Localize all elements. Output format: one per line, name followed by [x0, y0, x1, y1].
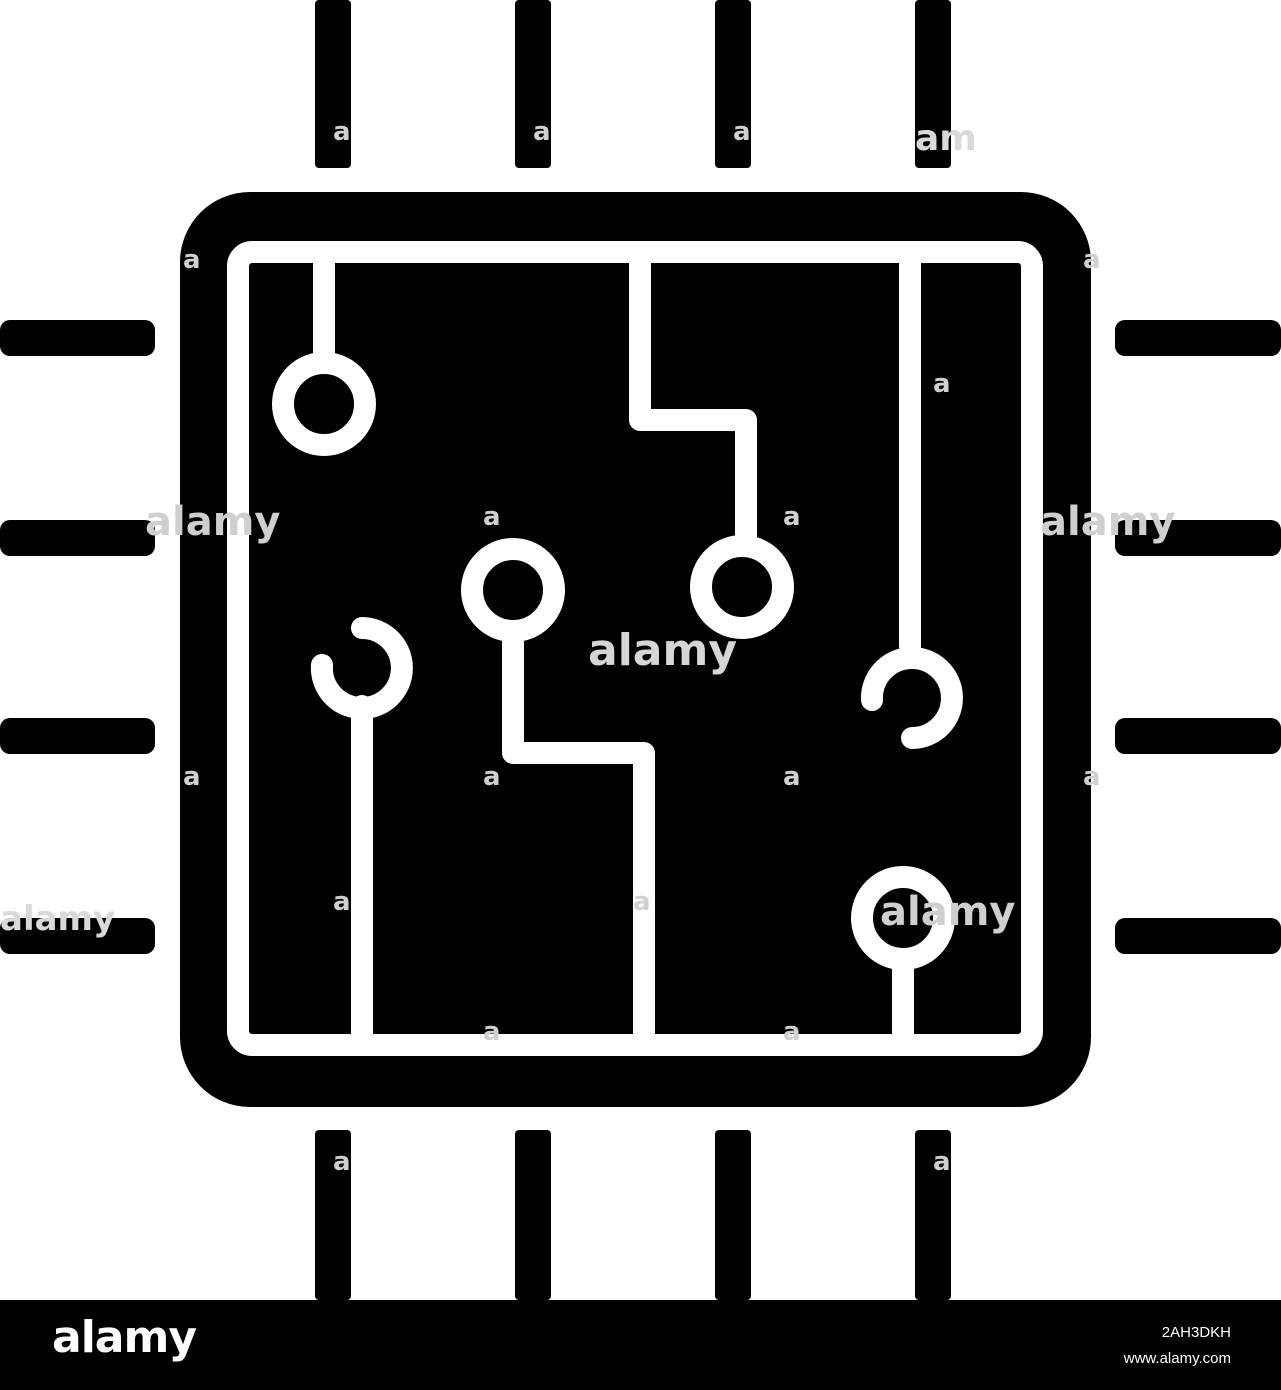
svg-text:alamy: alamy [1040, 499, 1175, 545]
svg-text:a: a [483, 1017, 501, 1047]
svg-text:a: a [933, 1147, 951, 1177]
svg-text:a: a [483, 502, 501, 532]
svg-text:alamy: alamy [880, 889, 1015, 935]
svg-text:a: a [933, 369, 951, 399]
svg-text:alamy: alamy [588, 625, 737, 676]
microchip-icon: alamy alamy alamy alamy am alamy a a a a… [0, 0, 1281, 1300]
svg-text:alamy: alamy [0, 899, 115, 939]
pins-left [0, 320, 155, 954]
svg-text:alamy: alamy [145, 499, 280, 545]
svg-text:am: am [915, 118, 977, 159]
pins-top [315, 0, 951, 168]
svg-text:a: a [333, 117, 351, 147]
site-url: www.alamy.com [1123, 1350, 1231, 1367]
svg-text:a: a [183, 762, 201, 792]
chip-die-frame [227, 241, 1043, 1056]
alamy-logo: alamy [52, 1312, 197, 1363]
svg-text:a: a [333, 887, 351, 917]
svg-text:a: a [183, 245, 201, 275]
circuit-traces [272, 251, 963, 1046]
svg-text:a: a [533, 117, 551, 147]
svg-text:a: a [783, 762, 801, 792]
pins-right [1115, 320, 1281, 954]
svg-text:a: a [783, 1017, 801, 1047]
svg-text:a: a [633, 887, 651, 917]
watermark-footer-bar: alamy 2AH3DKH www.alamy.com [0, 1300, 1281, 1390]
svg-text:a: a [733, 117, 751, 147]
svg-text:a: a [1083, 762, 1101, 792]
pins-bottom [315, 1130, 951, 1300]
chip-body [180, 192, 1091, 1107]
svg-text:a: a [783, 502, 801, 532]
svg-text:a: a [333, 1147, 351, 1177]
watermark: alamy alamy alamy alamy am alamy a a a a… [0, 117, 1175, 1177]
image-id: 2AH3DKH [1161, 1324, 1231, 1341]
svg-text:a: a [483, 762, 501, 792]
svg-text:a: a [1083, 245, 1101, 275]
